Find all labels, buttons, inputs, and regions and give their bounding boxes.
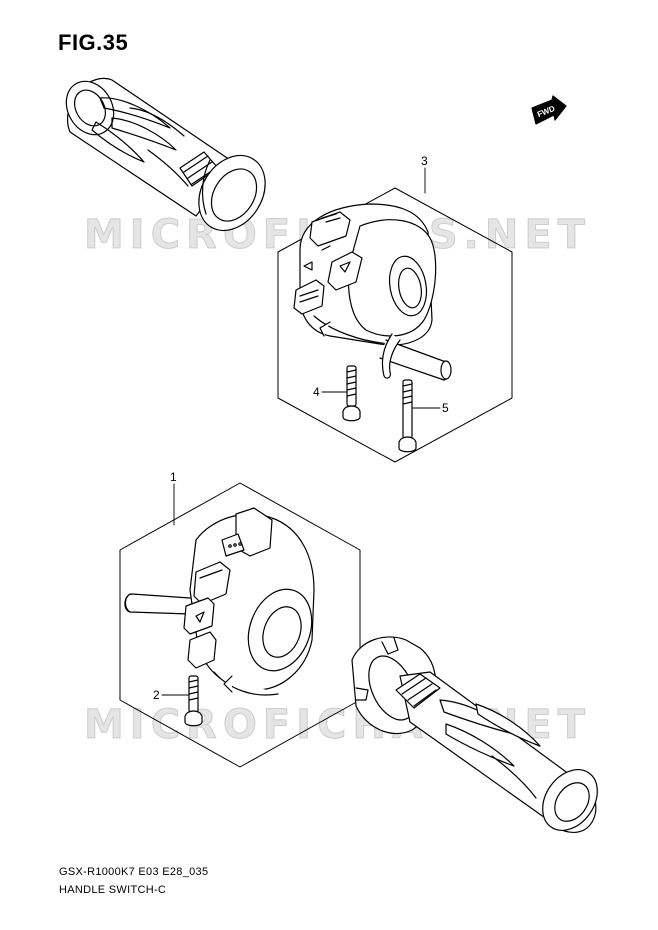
- callout-4: 4: [313, 385, 320, 399]
- assembly-outline-1: [119, 482, 361, 768]
- assembly-outline-3: [277, 187, 513, 463]
- callout-3: 3: [421, 154, 428, 168]
- callout-2: 2: [153, 688, 160, 702]
- left-grip: [65, 77, 266, 232]
- left-handle-switch: [124, 507, 315, 696]
- model-code: GSX-R1000K7 E03 E28_035: [59, 866, 209, 878]
- screw-5: [398, 379, 417, 453]
- screw-4: [342, 365, 361, 422]
- section-name: HANDLE SWITCH-C: [59, 884, 167, 896]
- right-handle-switch: [293, 203, 452, 381]
- fwd-arrow-icon: [531, 95, 567, 125]
- right-grip: [351, 636, 598, 833]
- callout-5: 5: [442, 401, 449, 415]
- figure-title: FIG.35: [58, 30, 129, 55]
- screw-2: [184, 675, 203, 727]
- callout-1: 1: [170, 470, 177, 484]
